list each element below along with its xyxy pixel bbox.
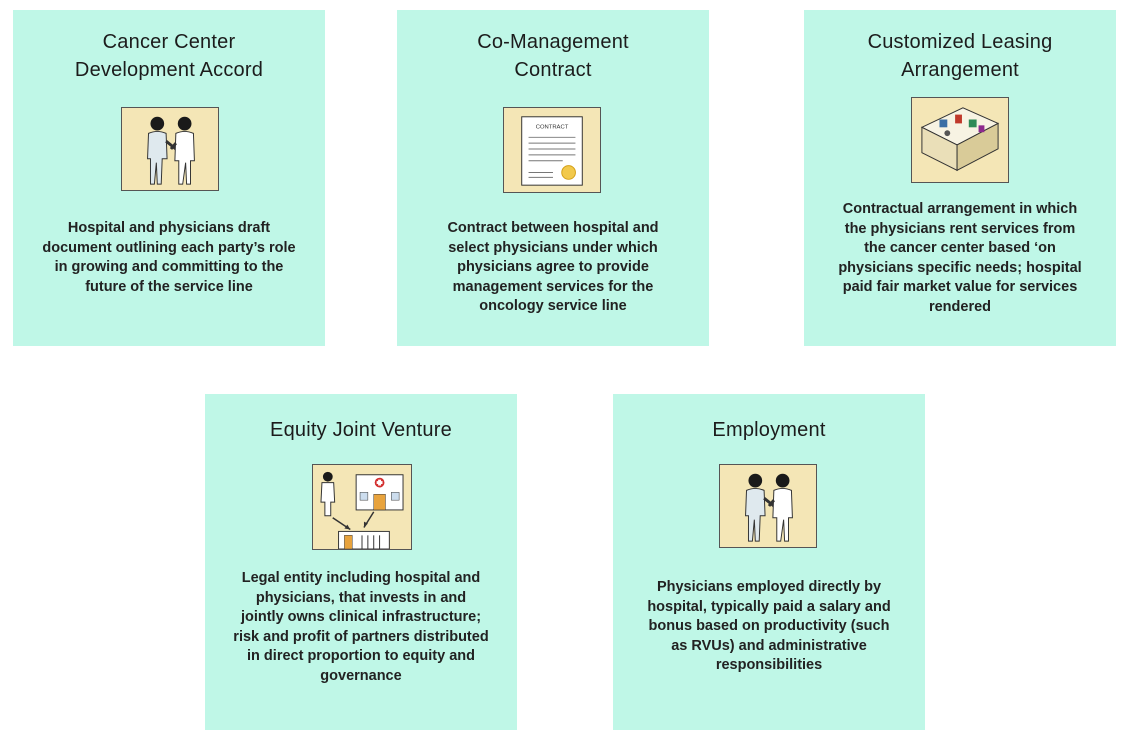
card-cancer-center-development-accord: Cancer Center Development Accord Hospita… [13,10,325,346]
handshake-icon [121,107,219,191]
card-title: Employment [613,416,925,444]
card-title-line: Employment [712,419,826,441]
joint-venture-icon [312,464,412,550]
card-title-line: Arrangement [901,59,1019,81]
card-title-line: Development Accord [74,59,264,81]
card-title-line: Co-Management [477,31,629,53]
handshake-icon [719,464,817,548]
card-title-line: Contract [514,59,592,81]
card-customized-leasing-arrangement: Customized Leasing Arrangement Contractu… [804,10,1116,346]
card-title: Customized Leasing Arrangement [804,28,1116,84]
leased-office-icon [911,97,1009,183]
card-title: Equity Joint Venture [205,416,517,444]
card-description: Physicians employed directly by hospital… [647,579,891,673]
card-title-line: Cancer Center [102,31,236,53]
contract-document-icon: CONTRACT [503,107,601,193]
card-title-line: Equity Joint Venture [270,419,452,441]
card-title: Cancer Center Development Accord [13,28,325,84]
card-co-management-contract: Co-Management Contract CONTRACT Contract… [397,10,709,346]
card-title-line: Customized Leasing [867,31,1053,53]
card-description: Legal entity including hospital and phys… [233,570,489,684]
card-description: Hospital and physicians draft document o… [42,220,296,295]
card-title: Co-Management Contract [397,28,709,84]
card-description: Contractual arrangement in which the phy… [838,201,1082,315]
card-description: Contract between hospital and select phy… [447,220,659,314]
card-employment: Employment Physicians employed directly … [613,394,925,730]
contract-icon-text: CONTRACT [536,125,569,131]
card-equity-joint-venture: Equity Joint Venture [205,394,517,730]
